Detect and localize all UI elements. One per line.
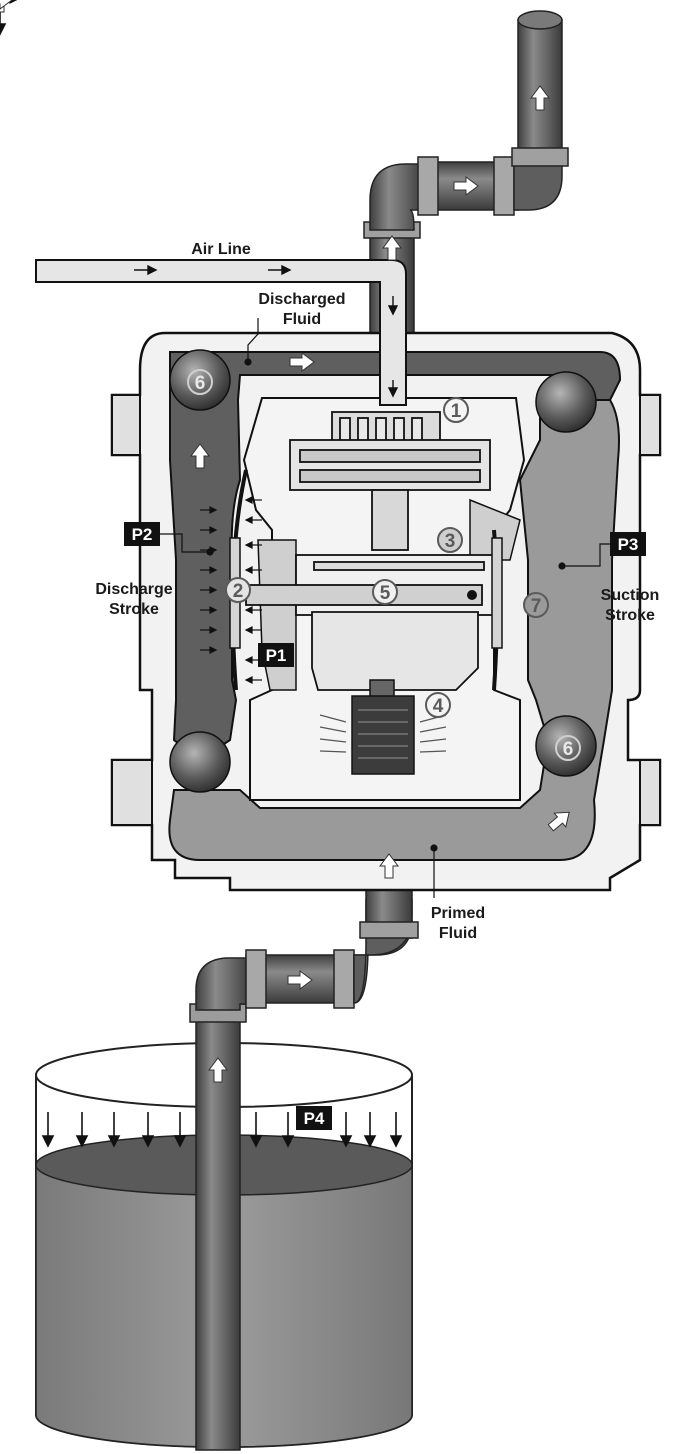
flow-arrows [0, 0, 576, 1083]
check-ball-top-right [535, 371, 597, 433]
suction-stroke-label-2: Stroke [605, 607, 655, 624]
suction-fluid-channel [168, 399, 620, 861]
svg-text:7: 7 [531, 596, 542, 617]
check-ball-bottom-left [169, 731, 231, 793]
muffler [351, 679, 415, 775]
svg-text:4: 4 [433, 696, 444, 717]
discharged-fluid-label-1: Discharged [258, 291, 345, 308]
atmospheric-pressure-arrows [0, 0, 402, 1147]
callout-7: 7 [523, 592, 549, 618]
leader-lines [160, 318, 610, 898]
air-line-label: Air Line [191, 241, 251, 258]
svg-text:5: 5 [380, 583, 391, 604]
check-ball-top-left [169, 349, 231, 411]
primed-fluid-label-1: Primed [431, 905, 485, 922]
callout-6-top: 6 [187, 369, 213, 395]
discharge-stroke-label-1: Discharge [95, 581, 172, 598]
suction-pipe [189, 821, 419, 1451]
svg-text:2: 2 [233, 581, 244, 602]
exhaust-lines [319, 714, 447, 753]
svg-text:6: 6 [195, 373, 206, 394]
discharge-stroke-label-2: Stroke [109, 601, 159, 618]
pressure-tag-p3: P3 [610, 532, 646, 556]
callout-1: 1 [443, 397, 469, 423]
pressure-tag-p2: P2 [124, 522, 160, 546]
suction-stroke-label-1: Suction [601, 587, 660, 604]
pressure-tag-p4: P4 [296, 1106, 332, 1130]
svg-text:1: 1 [451, 401, 462, 422]
svg-text:P3: P3 [618, 535, 639, 554]
svg-text:P2: P2 [132, 525, 153, 544]
pump-shaft [245, 584, 483, 606]
svg-text:6: 6 [563, 739, 574, 760]
callout-4: 4 [425, 692, 451, 718]
discharged-fluid-label-2: Fluid [283, 311, 321, 328]
primed-fluid-label-2: Fluid [439, 925, 477, 942]
callout-6-bottom: 6 [555, 735, 581, 761]
callout-3: 3 [437, 527, 463, 553]
pressure-tag-p1: P1 [258, 643, 294, 667]
callout-5: 5 [372, 579, 398, 605]
svg-text:P1: P1 [266, 646, 287, 665]
svg-text:3: 3 [445, 531, 456, 552]
check-ball-bottom-right [535, 715, 597, 777]
svg-text:P4: P4 [304, 1109, 325, 1128]
callout-2: 2 [225, 577, 251, 603]
